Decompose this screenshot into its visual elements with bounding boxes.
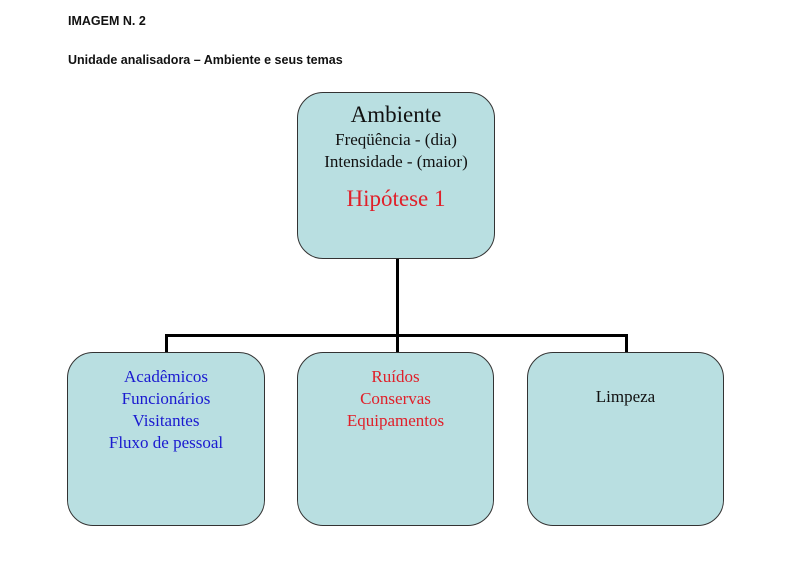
child-node-pessoas: Acadêmicos Funcionários Visitantes Fluxo… bbox=[67, 352, 265, 526]
connector-left bbox=[165, 334, 168, 353]
connector-right bbox=[625, 334, 628, 353]
root-node-ambiente: Ambiente Freqüência - (dia) Intensidade … bbox=[297, 92, 495, 259]
child-line: Fluxo de pessoal bbox=[108, 433, 224, 452]
child-node-limpeza: Limpeza bbox=[527, 352, 724, 526]
connector-vertical bbox=[396, 258, 399, 353]
heading: IMAGEM N. 2 bbox=[68, 14, 146, 28]
subheading: Unidade analisadora – Ambiente e seus te… bbox=[68, 53, 343, 67]
child-line: Visitantes bbox=[132, 411, 200, 430]
child-node-estrutura: Ruídos Conservas Equipamentos bbox=[297, 352, 494, 526]
child-line: Limpeza bbox=[595, 387, 656, 406]
child-line: Conservas bbox=[360, 389, 431, 408]
child-line: Funcionários bbox=[121, 389, 211, 408]
root-line: Freqüência - (dia) bbox=[335, 130, 457, 149]
child-line: Equipamentos bbox=[346, 411, 445, 430]
connector-horizontal bbox=[165, 334, 628, 337]
root-hypothesis: Hipótese 1 bbox=[346, 186, 446, 211]
child-line: Ruídos bbox=[371, 367, 420, 386]
root-title: Ambiente bbox=[350, 102, 442, 127]
child-line: Acadêmicos bbox=[123, 367, 209, 386]
root-line: Intensidade - (maior) bbox=[324, 152, 468, 171]
